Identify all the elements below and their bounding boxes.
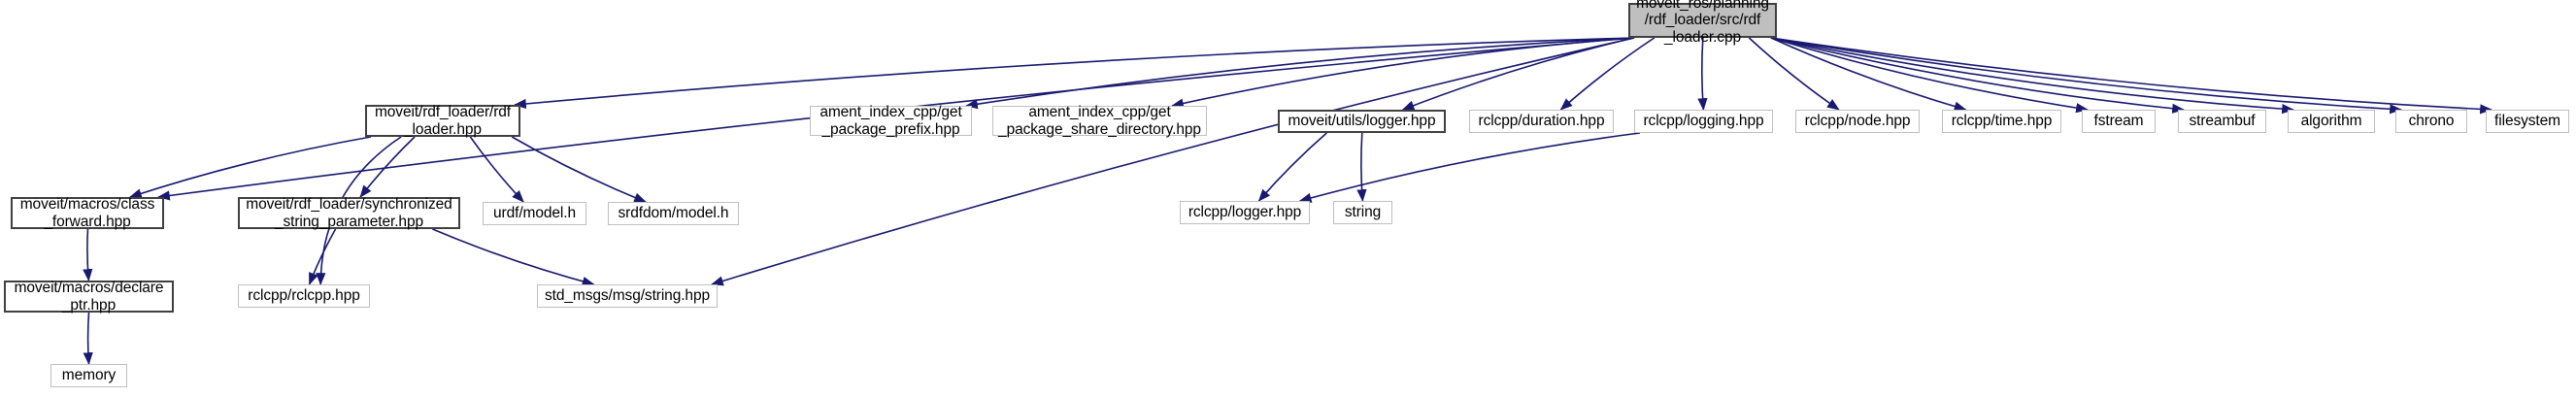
graph-node-time_hpp[interactable]: rclcpp/time.hpp (1942, 110, 2061, 133)
edge-root-to-duration (1559, 37, 1656, 111)
edge-root-to-sharedir (1171, 37, 1635, 109)
edge-rdf_hpp-to-srdfdom (511, 136, 647, 203)
graph-node-urdf[interactable]: urdf/model.h (483, 202, 586, 225)
graph-node-chrono[interactable]: chrono (2395, 110, 2467, 133)
edge-root-to-node_hpp (1748, 37, 1840, 111)
edge-root-to-fstream (1770, 37, 2089, 114)
graph-node-rlogger[interactable]: rclcpp/logger.hpp (1180, 201, 1310, 224)
graph-node-srdfdom[interactable]: srdfdom/model.h (608, 202, 739, 225)
edge-logging-to-rlogger (1298, 132, 1641, 203)
graph-node-classfwd[interactable]: moveit/macros/class _forward.hpp (11, 196, 164, 230)
edge-root-to-stdmsgs (711, 37, 1635, 286)
graph-node-syncparam[interactable]: moveit/rdf_loader/synchronized _string_p… (238, 196, 460, 230)
edge-declareptr-to-memory (83, 312, 93, 365)
graph-node-prefix[interactable]: ament_index_cpp/get _package_prefix.hpp (810, 104, 972, 138)
graph-node-duration[interactable]: rclcpp/duration.hpp (1469, 110, 1614, 133)
graph-node-logging[interactable]: rclcpp/logging.hpp (1634, 110, 1773, 133)
graph-node-rdf_hpp[interactable]: moveit/rdf_loader/rdf _loader.hpp (365, 104, 520, 138)
graph-node-rclcpp_hpp[interactable]: rclcpp/rclcpp.hpp (238, 284, 370, 308)
edge-rdf_hpp-to-urdf (469, 136, 524, 203)
edge-root-to-chrono (1770, 37, 2402, 115)
edge-mlogger-to-string (1356, 132, 1367, 202)
edge-root-to-streambuf (1770, 37, 2185, 114)
graph-node-fstream[interactable]: fstream (2082, 110, 2156, 133)
graph-node-mlogger[interactable]: moveit/utils/logger.hpp (1278, 110, 1446, 133)
edge-classfwd-to-declareptr (83, 228, 93, 281)
edge-root-to-time_hpp (1770, 37, 1967, 112)
graph-node-stdmsgs[interactable]: std_msgs/msg/string.hpp (537, 284, 718, 308)
edge-root-to-filesystem (1770, 37, 2492, 115)
edge-mlogger-to-rlogger (1257, 132, 1327, 202)
graph-node-node_hpp[interactable]: rclcpp/node.hpp (1795, 110, 1920, 133)
edge-root-to-algorithm (1770, 37, 2294, 115)
edge-root-to-mlogger (1401, 37, 1635, 111)
edge-syncparam-to-stdmsgs (432, 228, 595, 286)
graph-node-root[interactable]: moveit_ros/planning /rdf_loader/src/rdf … (1628, 0, 1777, 46)
graph-node-filesystem[interactable]: filesystem (2486, 110, 2569, 133)
graph-node-memory[interactable]: memory (50, 364, 127, 387)
graph-node-streambuf[interactable]: streambuf (2178, 110, 2266, 133)
edge-rdf_hpp-to-classfwd (129, 136, 372, 199)
graph-node-string[interactable]: string (1333, 201, 1392, 224)
graph-node-sharedir[interactable]: ament_index_cpp/get _package_share_direc… (992, 104, 1207, 138)
edge-syncparam-to-rclcpp_hpp (308, 228, 337, 285)
edge-root-to-rdf_hpp (514, 37, 1635, 110)
edge-root-to-prefix (965, 37, 1635, 110)
edge-root-to-logging (1697, 37, 1708, 111)
edge-rdf_hpp-to-syncparam (359, 136, 416, 198)
graph-node-algorithm[interactable]: algorithm (2288, 110, 2375, 133)
graph-node-declareptr[interactable]: moveit/macros/declare _ptr.hpp (4, 280, 174, 314)
